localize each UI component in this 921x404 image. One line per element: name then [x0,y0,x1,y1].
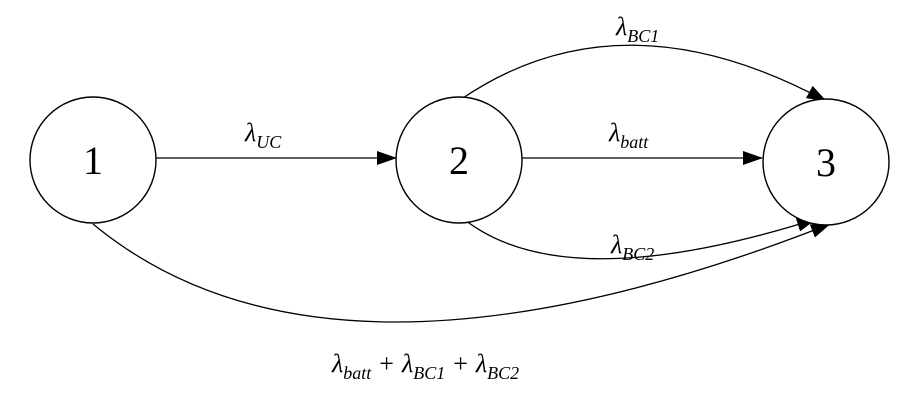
label-lambda-batt: λbatt [608,118,649,152]
label-lambda-bc2: λBC2 [610,230,654,264]
state-2: 2 [395,96,523,224]
edge-2-to-3-bc1 [459,44,827,102]
edge-1-to-3 [92,223,831,323]
label-lambda-bc1: λBC1 [615,12,659,46]
label-lambda-sum: λbatt+λBC1+λBC2 [331,349,519,383]
state-3-label: 3 [816,140,836,185]
state-3: 3 [762,98,890,226]
state-1-label: 1 [83,138,103,183]
state-2-label: 2 [449,138,469,183]
state-1: 1 [29,96,157,224]
label-lambda-uc: λUC [244,118,282,152]
edge-2-to-3-bc2 [459,215,817,260]
